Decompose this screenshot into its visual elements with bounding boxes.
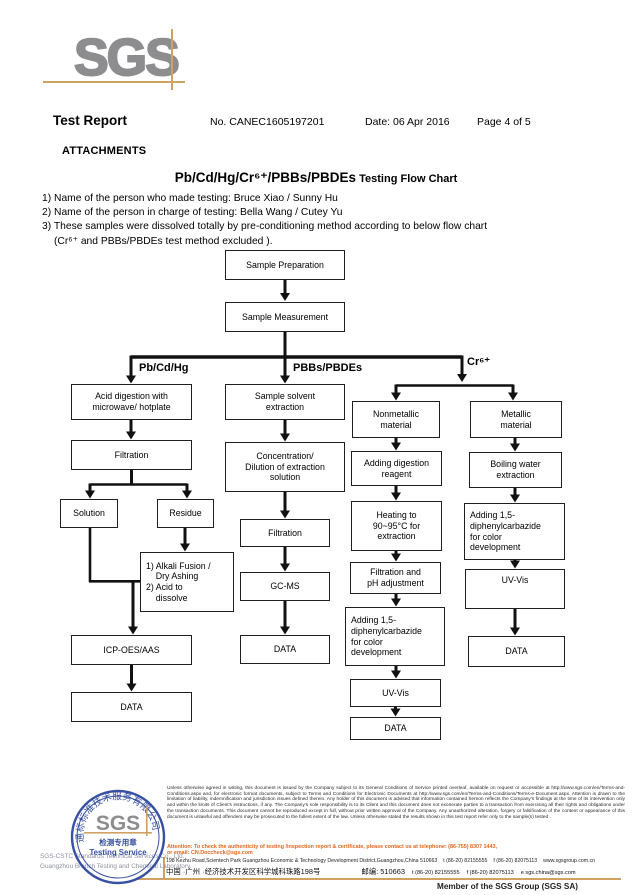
footer-horizontal-rule [137, 878, 621, 880]
box-alkali-fusion: 1) Alkali Fusion / Dry Ashing 2) Acid to… [140, 552, 234, 612]
address-cn: 中国 ·广州 ·经济技术开发区科学城科珠路198号 [166, 867, 321, 876]
box-residue: Residue [157, 499, 214, 528]
website: www.sgsgroup.com.cn [543, 858, 596, 864]
address-row-en: 198 Kezhu Road,Scientech Park Guangzhou … [166, 858, 626, 864]
company-name-line1: SGS-CSTC Standards Technical Services Co… [40, 853, 185, 860]
arrowheads [85, 293, 520, 717]
box-data-nonmetal: DATA [350, 717, 441, 740]
flow-chart-title-sub: Testing Flow Chart [356, 173, 458, 185]
attention-notice: Attention: To check the authenticity of … [167, 844, 625, 856]
report-title: Test Report [53, 113, 128, 128]
box-metallic-material: Metallic material [470, 401, 562, 438]
box-diphenylcarbazide-metal: Adding 1,5- diphenylcarbazide for color … [464, 503, 565, 560]
box-nonmetallic-material: Nonmetallic material [352, 401, 440, 438]
stamp-testing-service: Testing Service [89, 848, 147, 857]
member-note: Member of the SGS Group (SGS SA) [437, 882, 579, 891]
box-sample-solvent-extraction: Sample solvent extraction [225, 384, 345, 420]
address-row-cn: 中国 ·广州 ·经济技术开发区科学城科珠路198号 邮编: 510663 t (… [166, 866, 626, 877]
phone-en: t (86-20) 82155555 [443, 858, 488, 864]
branch-label-pb-cd-hg: Pb/Cd/Hg [139, 362, 189, 374]
box-uv-vis-metal: UV-Vis [465, 569, 565, 609]
postcode: 邮编: 510663 [361, 867, 405, 876]
box-data-left: DATA [71, 692, 192, 722]
stamp-chinese-label: 检测专用章 [99, 837, 137, 847]
address-en: 198 Kezhu Road,Scientech Park Guangzhou … [166, 858, 438, 864]
box-diphenylcarbazide-nonmetal: Adding 1,5- diphenylcarbazide for color … [345, 607, 445, 666]
box-filtration-ph-adjustment: Filtration and pH adjustment [350, 562, 441, 594]
footer-vertical-rule [163, 857, 165, 878]
logo-vertical-rule [171, 29, 173, 90]
fax-en: f (86-20) 82075113 [493, 858, 538, 864]
legal-disclaimer: Unless otherwise agreed in writing, this… [167, 786, 625, 820]
report-number: No. CANEC1605197201 [210, 116, 325, 128]
branch-label-pbbs-pbdes: PBBs/PBDEs [293, 362, 363, 374]
company-name-lines: SGS-CSTC Standards Technical Services Co… [40, 852, 191, 871]
box-acid-digestion: Acid digestion with microwave/ hotplate [71, 384, 192, 420]
box-data-mid: DATA [240, 635, 330, 664]
box-gc-ms: GC-MS [240, 572, 330, 601]
box-boiling-water-extraction: Boiling water extraction [469, 452, 562, 488]
box-filtration-left: Filtration [71, 440, 192, 470]
company-name-line2: Guangzhou Branch Testing and Chemical La… [40, 862, 192, 870]
box-heating-extraction: Heating to 90~95°C for extraction [351, 501, 442, 551]
flow-chart-title-main: Pb/Cd/Hg/Cr⁶⁺/PBBs/PBDEs [174, 170, 357, 185]
branch-label-cr6: Cr⁶⁺ [467, 356, 491, 368]
email: e sgs.china@sgs.com [520, 870, 576, 876]
attention-line2: or email: CN.Doccheck@sgs.com [167, 849, 253, 856]
sgs-logo: SGS [73, 28, 181, 88]
box-filtration-mid: Filtration [240, 519, 330, 547]
note-2: 2) Name of the person in charge of testi… [42, 207, 343, 218]
box-sample-preparation: Sample Preparation [225, 250, 345, 280]
page-indicator: Page 4 of 5 [477, 116, 531, 128]
box-data-metal: DATA [468, 636, 565, 667]
box-adding-digestion-reagent: Adding digestion reagent [351, 451, 442, 486]
report-date: Date: 06 Apr 2016 [365, 116, 450, 128]
box-uv-vis-nonmetal: UV-Vis [350, 679, 441, 707]
testing-service-stamp: 通标标准技术服务有限公司 SGS 检测专用章 Testing Service [70, 789, 166, 885]
note-3: 3) These samples were dissolved totally … [42, 221, 488, 232]
fax-cn: f (86-20) 82075113 [466, 870, 514, 876]
box-sample-measurement: Sample Measurement [225, 302, 345, 332]
box-concentration-dilution: Concentration/ Dilution of extraction so… [225, 442, 345, 492]
note-1: 1) Name of the person who made testing: … [42, 193, 338, 204]
stamp-sgs-text: SGS [96, 812, 140, 835]
note-3-continued: (Cr⁶⁺ and PBBs/PBDEs test method exclude… [54, 236, 273, 247]
logo-horizontal-rule [43, 81, 185, 83]
box-icp-oes-aas: ICP-OES/AAS [71, 635, 192, 665]
attention-line1: Attention: To check the authenticity of … [167, 844, 498, 850]
flow-chart-title: Pb/Cd/Hg/Cr⁶⁺/PBBs/PBDEs Testing Flow Ch… [0, 169, 632, 187]
attachments-heading: ATTACHMENTS [62, 145, 147, 157]
box-solution: Solution [60, 499, 118, 528]
phone-cn: t (86-20) 82155555 [411, 870, 460, 876]
